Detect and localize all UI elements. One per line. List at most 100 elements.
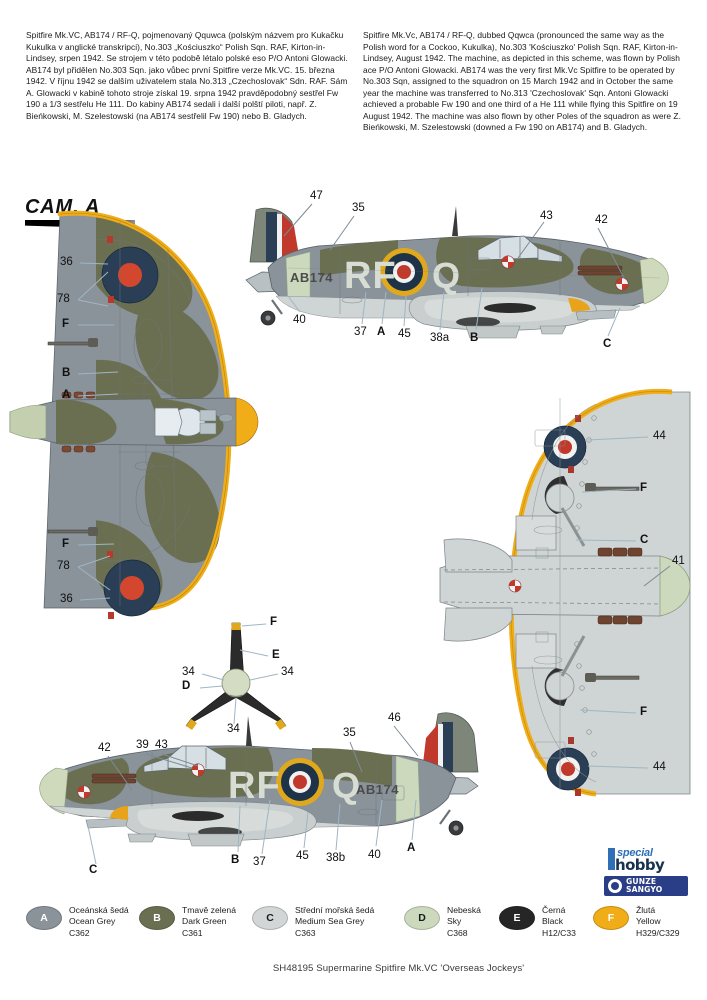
callout-45: 45 (398, 328, 411, 340)
callout-40-r: 40 (368, 849, 381, 861)
special-hobby-bottom-text: hobby (615, 856, 665, 874)
color-legend: A Oceánská šedá Ocean Grey C362 B Tmavě … (26, 905, 686, 955)
legend-item-d: D Nebeská Sky C368 (404, 905, 481, 939)
legend-key-b: B (153, 912, 161, 924)
legend-key-c: C (266, 912, 274, 924)
callout-44-2: 44 (653, 761, 666, 773)
gunze-disc-icon (608, 879, 622, 893)
callout-43: 43 (540, 210, 553, 222)
legend-text-f: Žlutá Yellow H329/C329 (636, 905, 679, 939)
top-view-canopy (154, 407, 234, 437)
legend-key-e: E (513, 912, 521, 924)
legend-item-f: F Žlutá Yellow H329/C329 (593, 905, 679, 939)
callout-C-b: C (640, 534, 649, 546)
legend-item-a: A Oceánská šedá Ocean Grey C362 (26, 905, 129, 939)
description-text-czech: Spitfire Mk.VC, AB174 / RF-Q, pojmenovan… (26, 30, 348, 121)
side-view-left-aircraft: RF Q AB174 (245, 206, 669, 339)
polish-checkerboard-left-nose (615, 277, 629, 291)
legend-text-b: Tmavě zelená Dark Green C361 (182, 905, 236, 939)
legend-en-e: Black (542, 916, 564, 927)
callout-B: B (62, 367, 71, 379)
wing-roundel-upper-starboard (103, 559, 161, 617)
callout-78: 78 (57, 293, 70, 305)
legend-swatch-f: F (593, 906, 629, 930)
callout-34-a: 34 (182, 666, 195, 678)
polish-checkerboard-right-nose (77, 785, 91, 799)
callout-F: F (62, 318, 70, 330)
legend-cz-a: Oceánská šedá (69, 905, 129, 915)
callout-F-b: F (640, 482, 648, 494)
fuselage-roundel-left (380, 248, 428, 296)
callout-C-s: C (603, 338, 612, 350)
callout-38b: 38b (326, 852, 346, 864)
callout-36: 36 (60, 256, 73, 268)
special-hobby-logo: special hobby (604, 846, 688, 874)
squadron-code-right: RF (228, 765, 281, 807)
wing-roundel-upper-port (101, 246, 159, 304)
callout-A: A (62, 389, 71, 401)
callout-37: 37 (354, 326, 367, 338)
main-gear-fwd (515, 476, 586, 551)
side-view-right-canopy (143, 745, 227, 773)
legend-text-a: Oceánská šedá Ocean Grey C362 (69, 905, 129, 939)
legend-cz-d: Nebeská (447, 905, 481, 915)
tailwheel-left (260, 299, 283, 326)
legend-swatch-e: E (499, 906, 535, 930)
legend-en-c: Medium Sea Grey (295, 916, 365, 927)
callout-44: 44 (653, 430, 666, 442)
side-view-right-aircraft: RF Q AB174 (39, 712, 479, 847)
callout-34-b: 34 (281, 666, 294, 678)
callout-F-p: F (270, 616, 278, 628)
callout-43-r: 43 (155, 739, 168, 751)
legend-code-e: H12/C33 (542, 927, 576, 938)
legend-cz-f: Žlutá (636, 905, 656, 915)
top-view-aircraft (9, 210, 259, 619)
callout-B-s: B (470, 332, 479, 344)
callout-A-r: A (407, 842, 416, 854)
callout-37-r: 37 (253, 856, 266, 868)
serial-number-left: AB174 (290, 270, 333, 285)
gunze-line-1: GUNZE (626, 876, 657, 886)
callout-E-p: E (272, 649, 280, 661)
gunze-line-2: SANGYO (626, 885, 663, 894)
description-text-english: Spitfire Mk.Vc, AB174 / RF-Q, dubbed Qqw… (363, 30, 681, 133)
callout-C-r: C (89, 864, 98, 876)
leader-lines (77, 203, 671, 865)
legend-swatch-b: B (139, 906, 175, 930)
callout-40: 40 (293, 314, 306, 326)
legend-key-a: A (40, 912, 48, 924)
brand-logos: special hobby GUNZE SANGYO (604, 846, 688, 896)
callout-42: 42 (595, 214, 608, 226)
individual-letter-left: Q (432, 255, 460, 296)
legend-code-d: C368 (447, 927, 468, 938)
legend-item-b: B Tmavě zelená Dark Green C361 (139, 905, 236, 939)
callout-F-2: F (62, 538, 70, 550)
callout-35-r: 35 (343, 727, 356, 739)
legend-swatch-c: C (252, 906, 288, 930)
legend-code-c: C363 (295, 927, 316, 938)
callout-78-2: 78 (57, 560, 70, 572)
propeller-detail-art (185, 622, 287, 730)
gunze-sangyo-logo: GUNZE SANGYO (604, 876, 688, 896)
wing-roundel-lower-fwd (543, 425, 587, 469)
legend-text-c: Střední mořská šedá Medium Sea Grey C363 (295, 905, 374, 939)
callout-39: 39 (136, 739, 149, 751)
legend-code-a: C362 (69, 927, 90, 938)
legend-cz-e: Černá (542, 905, 566, 915)
callout-A-s: A (377, 326, 386, 338)
callout-47: 47 (310, 190, 323, 202)
legend-key-d: D (418, 912, 426, 924)
callout-46: 46 (388, 712, 401, 724)
legend-en-f: Yellow (636, 916, 661, 927)
callout-F-b2: F (640, 706, 648, 718)
special-hobby-top-text: special (617, 847, 653, 859)
polish-checkerboard-left-fuselage (501, 255, 515, 269)
callout-45-r: 45 (296, 850, 309, 862)
polish-checkerboard-lower (508, 579, 522, 593)
legend-code-b: C361 (182, 927, 203, 938)
footer-text: SH48195 Supermarine Spitfire Mk.VC 'Over… (272, 963, 525, 974)
legend-item-c: C Střední mořská šedá Medium Sea Grey C3… (252, 905, 374, 939)
legend-text-e: Černá Black H12/C33 (542, 905, 576, 939)
